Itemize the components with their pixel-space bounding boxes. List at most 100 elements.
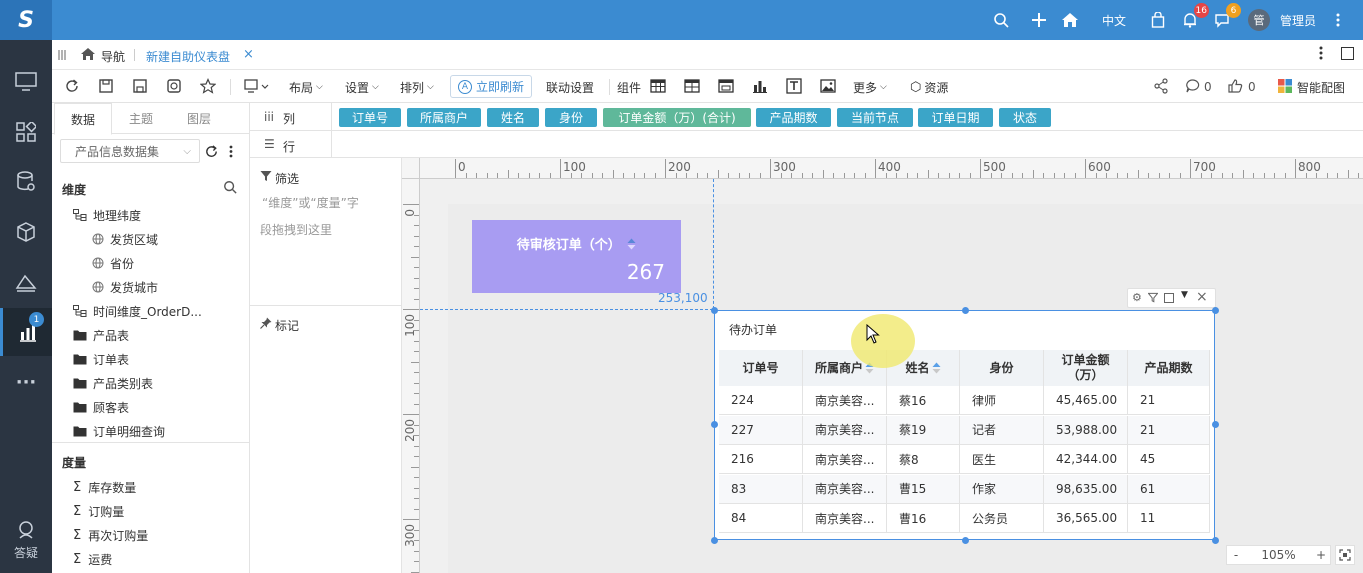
zoom-in-button[interactable]: + bbox=[1315, 548, 1327, 562]
arrange-menu[interactable]: 排列⌵ bbox=[400, 80, 434, 95]
bag-icon[interactable] bbox=[1148, 8, 1168, 32]
crosstab-component-icon[interactable] bbox=[684, 78, 700, 94]
tab-theme[interactable]: 主题 bbox=[128, 112, 153, 126]
dimension-item[interactable]: 地理纬度 bbox=[73, 203, 141, 227]
dimension-item[interactable]: 产品类别表 bbox=[73, 371, 153, 395]
resize-handle[interactable] bbox=[962, 307, 969, 314]
help-label[interactable]: 答疑 bbox=[13, 546, 38, 560]
dimension-item[interactable]: 订单明细查询 bbox=[73, 419, 165, 443]
text-component-icon[interactable] bbox=[786, 78, 802, 94]
app-logo[interactable]: S bbox=[0, 0, 52, 40]
device-icon[interactable] bbox=[244, 78, 270, 94]
nav-layers-icon[interactable] bbox=[0, 258, 52, 306]
like-icon[interactable] bbox=[1227, 78, 1243, 94]
maximize-icon[interactable] bbox=[1341, 47, 1354, 60]
message-icon[interactable]: 6 bbox=[1212, 3, 1241, 32]
table-header-cell[interactable]: 产品期数 bbox=[1128, 350, 1210, 386]
layout-menu[interactable]: 布局⌵ bbox=[289, 80, 323, 95]
table-header-cell[interactable]: 身份 bbox=[960, 350, 1044, 386]
nav-more-icon[interactable]: ··· bbox=[15, 371, 37, 393]
table-row[interactable] bbox=[719, 474, 1210, 504]
list-component-icon[interactable] bbox=[718, 78, 734, 94]
column-field-pill[interactable]: 订单号 bbox=[339, 108, 401, 127]
nav-database-icon[interactable] bbox=[0, 158, 52, 206]
linkage-settings-button[interactable]: 联动设置 bbox=[546, 80, 595, 95]
column-field-pill[interactable]: 订单日期 bbox=[918, 108, 993, 127]
menu-icon[interactable] bbox=[58, 49, 66, 61]
resize-handle[interactable] bbox=[1212, 307, 1219, 314]
filter-icon[interactable] bbox=[1147, 292, 1159, 306]
column-field-pill[interactable]: 状态 bbox=[999, 108, 1051, 127]
tab-dashboard[interactable]: 新建自助仪表盘 bbox=[146, 50, 231, 64]
search-icon[interactable] bbox=[223, 180, 237, 197]
table-header-cell[interactable]: 订单金额（万） bbox=[1044, 350, 1128, 386]
dimension-item[interactable]: 省份 bbox=[92, 251, 134, 275]
save-as-icon[interactable] bbox=[132, 78, 148, 94]
table-row[interactable] bbox=[719, 415, 1210, 445]
column-field-pill[interactable]: 身份 bbox=[545, 108, 597, 127]
resize-handle[interactable] bbox=[1212, 421, 1219, 428]
zoom-out-button[interactable]: - bbox=[1233, 548, 1239, 562]
bell-icon[interactable]: 16 bbox=[1180, 3, 1209, 32]
column-field-pill[interactable]: 产品期数 bbox=[756, 108, 831, 127]
more-menu[interactable]: 更多⌵ bbox=[853, 80, 887, 95]
bar-chart-component-icon[interactable] bbox=[752, 78, 768, 94]
resize-handle[interactable] bbox=[711, 307, 718, 314]
save-icon[interactable] bbox=[98, 78, 114, 94]
maximize-icon[interactable] bbox=[1164, 293, 1174, 303]
dataset-more-icon[interactable] bbox=[229, 145, 233, 161]
dataset-select[interactable]: 产品信息数据集 ⌵ bbox=[60, 139, 200, 163]
search-icon[interactable] bbox=[990, 8, 1012, 32]
home-icon[interactable] bbox=[1058, 8, 1082, 32]
resize-handle[interactable] bbox=[1212, 537, 1219, 544]
refresh-dataset-icon[interactable] bbox=[204, 144, 219, 162]
sort-icon[interactable] bbox=[932, 362, 941, 374]
language-switch[interactable]: 中文 bbox=[1102, 14, 1127, 28]
column-field-pill[interactable]: 所属商户 bbox=[407, 108, 481, 127]
settings-menu[interactable]: 设置⌵ bbox=[345, 80, 379, 95]
close-icon[interactable]: × bbox=[1196, 289, 1208, 305]
favorite-icon[interactable] bbox=[199, 78, 217, 94]
fit-screen-icon[interactable] bbox=[1335, 545, 1355, 565]
avatar[interactable]: 管 bbox=[1248, 9, 1270, 31]
nav-apps-icon[interactable] bbox=[0, 108, 52, 156]
comment-icon[interactable] bbox=[1185, 78, 1201, 94]
tab-close-icon[interactable]: × bbox=[243, 47, 254, 62]
table-row[interactable] bbox=[719, 445, 1210, 474]
add-icon[interactable] bbox=[1028, 8, 1050, 32]
dimension-item[interactable]: 订单表 bbox=[73, 347, 129, 371]
more-vertical-icon[interactable] bbox=[1319, 46, 1323, 63]
tab-layers[interactable]: 图层 bbox=[186, 112, 211, 126]
share-icon[interactable] bbox=[1153, 78, 1169, 94]
resources-button[interactable]: ⬡资源 bbox=[910, 79, 949, 95]
help-icon[interactable] bbox=[0, 518, 52, 542]
preview-icon[interactable] bbox=[166, 78, 182, 94]
refresh-now-button[interactable]: A 立即刷新 bbox=[450, 75, 533, 98]
zoom-level[interactable]: 105% bbox=[1261, 548, 1296, 562]
nav-analysis-icon[interactable]: 1 bbox=[0, 308, 52, 356]
table-row[interactable] bbox=[719, 504, 1210, 533]
image-component-icon[interactable] bbox=[820, 78, 836, 94]
resize-handle[interactable] bbox=[711, 421, 718, 428]
resize-handle[interactable] bbox=[962, 537, 969, 544]
more-vertical-icon[interactable] bbox=[1330, 8, 1346, 32]
dropdown-caret-icon[interactable]: ▼ bbox=[1181, 290, 1188, 300]
column-field-pill[interactable]: 当前节点 bbox=[837, 108, 913, 127]
nav-cube-icon[interactable] bbox=[0, 208, 52, 256]
dimension-item[interactable]: 发货区域 bbox=[92, 227, 158, 251]
gear-icon[interactable]: ⚙ bbox=[1132, 291, 1142, 304]
nav-monitor-icon[interactable] bbox=[0, 58, 52, 106]
dimension-item[interactable]: 顾客表 bbox=[73, 395, 129, 419]
kpi-widget[interactable]: 待审核订单（个） 267 bbox=[472, 220, 681, 293]
user-name[interactable]: 管理员 bbox=[1280, 14, 1317, 28]
table-row[interactable] bbox=[719, 386, 1210, 415]
column-field-pill[interactable]: 订单金额（万）(合计) bbox=[603, 108, 751, 127]
tab-home[interactable]: 导航 bbox=[101, 50, 126, 64]
home-tab-icon[interactable] bbox=[80, 47, 96, 64]
tab-data[interactable]: 数据 bbox=[54, 103, 112, 135]
